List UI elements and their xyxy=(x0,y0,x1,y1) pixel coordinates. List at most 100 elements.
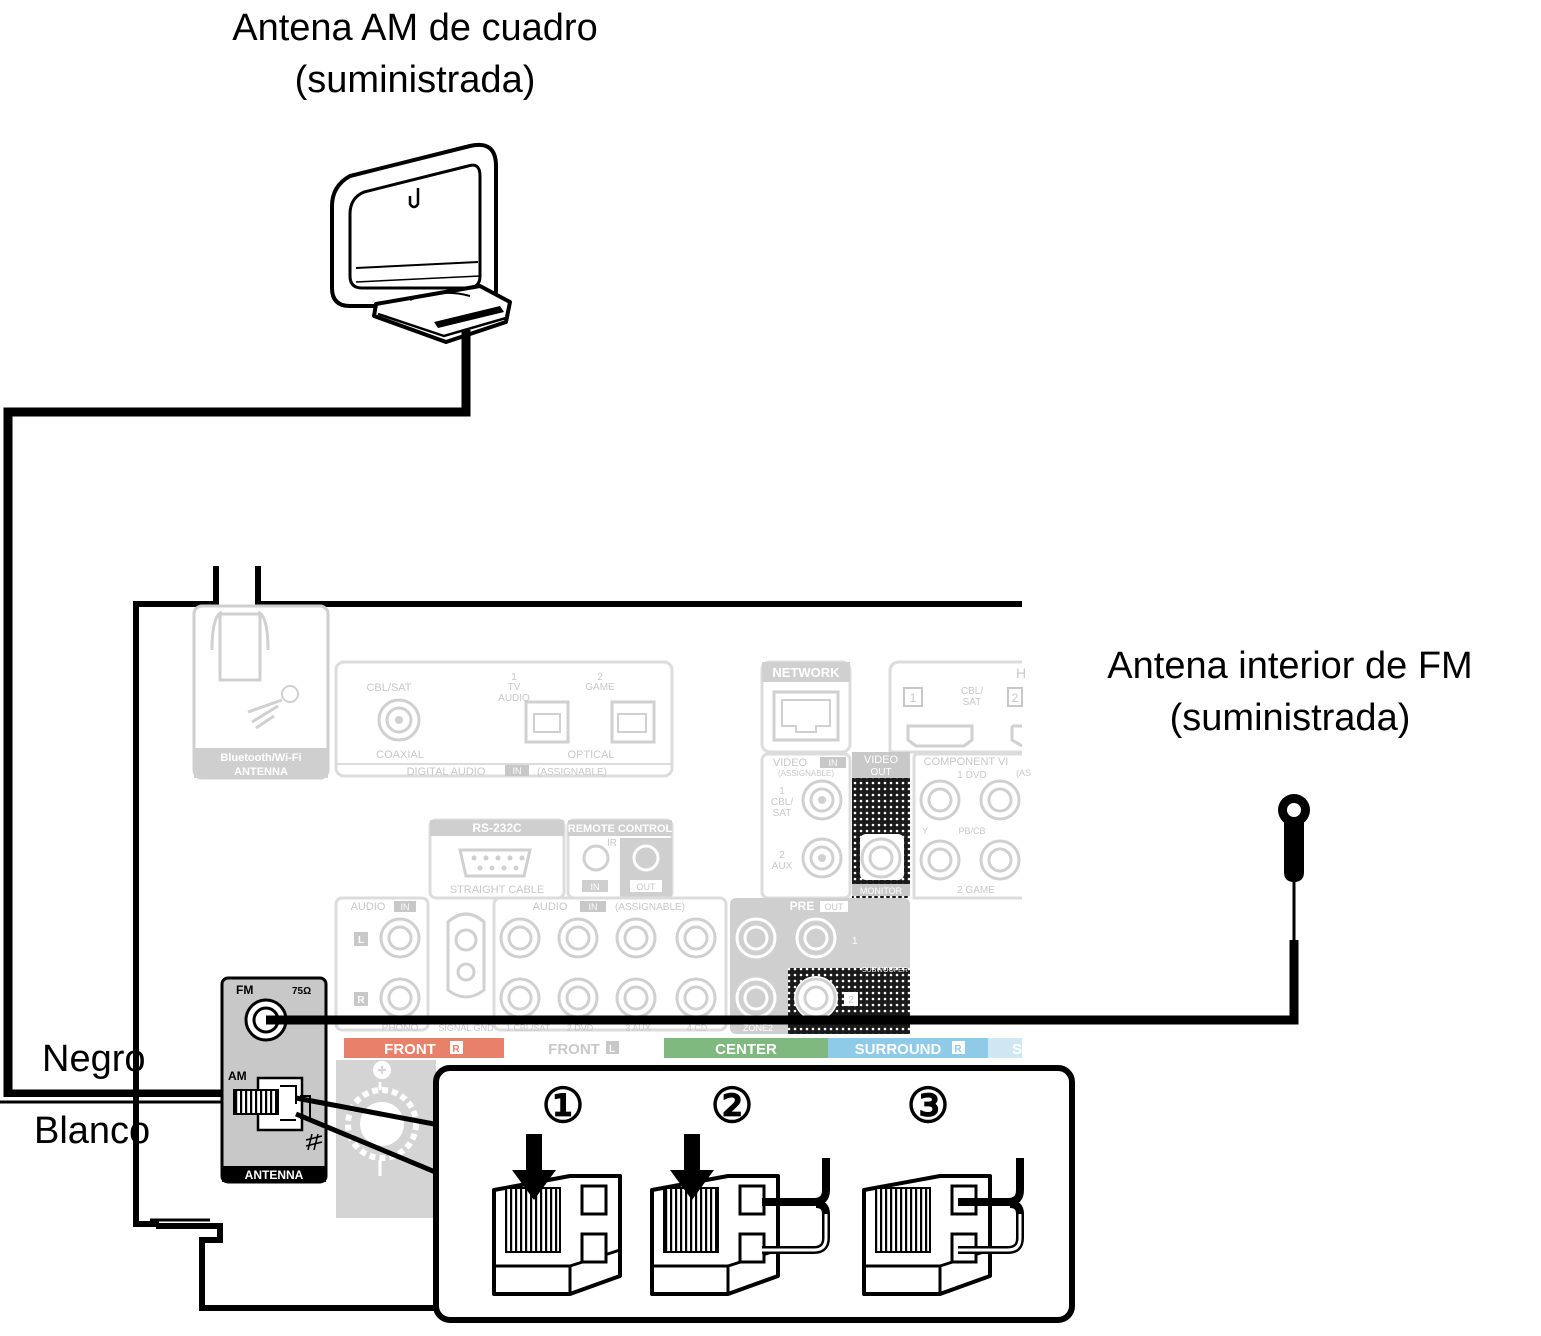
svg-text:S: S xyxy=(1012,1041,1022,1058)
svg-text:SAT: SAT xyxy=(773,808,792,819)
svg-text:4 CD: 4 CD xyxy=(687,1023,708,1033)
svg-text:1: 1 xyxy=(779,786,785,797)
fm-antenna-label-line2: (suministrada) xyxy=(1169,697,1411,739)
svg-text:SUBWOOFER: SUBWOOFER xyxy=(862,967,908,974)
step-1-marker: ① xyxy=(541,1080,584,1133)
svg-text:ANTENNA: ANTENNA xyxy=(245,1168,304,1182)
rear-panel: Bluetooth/Wi-Fi ANTENNA CBL/SAT 1 TV AUD… xyxy=(192,604,1031,1218)
svg-text:MONITOR: MONITOR xyxy=(860,886,903,896)
svg-text:2: 2 xyxy=(779,850,785,861)
svg-text:(ASSIGNABLE): (ASSIGNABLE) xyxy=(615,902,685,913)
svg-text:OPTICAL: OPTICAL xyxy=(567,749,614,761)
svg-text:IN: IN xyxy=(829,758,838,768)
fm-antenna-label: Antena interior de FM (suministrada) xyxy=(1040,640,1540,744)
svg-text:2: 2 xyxy=(848,995,854,1006)
svg-text:ZONE2: ZONE2 xyxy=(743,1023,773,1033)
svg-text:(ASSIGNABLE): (ASSIGNABLE) xyxy=(778,769,834,778)
svg-text:1 DVD: 1 DVD xyxy=(957,770,986,781)
svg-text:AUDIO: AUDIO xyxy=(351,901,386,913)
svg-text:IN: IN xyxy=(589,902,598,912)
svg-text:OUT: OUT xyxy=(825,902,845,912)
svg-text:IN: IN xyxy=(513,766,522,776)
svg-text:PRE: PRE xyxy=(790,899,815,913)
svg-text:R: R xyxy=(452,1044,460,1055)
am-loop-antenna xyxy=(330,143,512,344)
svg-text:75Ω: 75Ω xyxy=(292,986,311,997)
speaker-s-bar xyxy=(988,1038,1022,1058)
svg-text:PB/CB: PB/CB xyxy=(958,826,985,836)
svg-text:2 DVD: 2 DVD xyxy=(567,1023,594,1033)
svg-text:R: R xyxy=(357,995,365,1006)
step-2-terminal xyxy=(650,1134,830,1296)
step-3-marker: ③ xyxy=(906,1080,949,1133)
step-2-marker: ② xyxy=(710,1080,753,1133)
black-wire-label: Negro xyxy=(42,1038,146,1080)
svg-text:1 CBL/SAT: 1 CBL/SAT xyxy=(506,1023,551,1033)
svg-text:AUDIO: AUDIO xyxy=(533,901,568,913)
svg-text:FRONT: FRONT xyxy=(384,1041,436,1058)
svg-text:OUT: OUT xyxy=(870,767,891,778)
antenna-terminal-block: FM 75Ω AM ANTENNA xyxy=(220,976,328,1184)
svg-text:1: 1 xyxy=(852,936,858,947)
svg-text:L: L xyxy=(358,935,364,946)
svg-text:STRAIGHT CABLE: STRAIGHT CABLE xyxy=(450,884,545,896)
svg-text:1: 1 xyxy=(910,691,917,705)
svg-text:2: 2 xyxy=(597,672,603,683)
white-wire-label: Blanco xyxy=(34,1110,151,1152)
am-antenna-label-line1: Antena AM de cuadro xyxy=(232,7,598,49)
callout-box: ① ② ③ xyxy=(433,1065,1075,1323)
svg-text:(AS: (AS xyxy=(1016,768,1031,778)
svg-text:R: R xyxy=(954,1044,962,1055)
svg-text:VIDEO: VIDEO xyxy=(864,754,899,766)
speaker-front-l-bar xyxy=(504,1038,664,1058)
svg-text:CBL/: CBL/ xyxy=(771,797,793,808)
speaker-surround-r-bar xyxy=(828,1038,988,1058)
callout-line-top xyxy=(295,1095,435,1127)
svg-text:CENTER: CENTER xyxy=(715,1041,777,1058)
svg-text:COAXIAL: COAXIAL xyxy=(376,749,424,761)
svg-text:H: H xyxy=(1016,665,1026,681)
svg-text:AM: AM xyxy=(228,1069,247,1083)
fm-antenna-tip xyxy=(1278,794,1310,882)
svg-text:FM: FM xyxy=(236,983,253,997)
svg-text:IN: IN xyxy=(591,882,600,892)
svg-text:IR: IR xyxy=(607,838,617,849)
svg-text:PHONO: PHONO xyxy=(382,1023,419,1034)
svg-text:3 AUX: 3 AUX xyxy=(625,1023,651,1033)
svg-text:FRONT: FRONT xyxy=(548,1041,600,1058)
receiver-outline xyxy=(133,566,1022,1311)
speaker-front-r-bar xyxy=(344,1038,504,1058)
fm-cable xyxy=(266,940,1299,1025)
svg-text:AUX: AUX xyxy=(772,861,793,872)
svg-text:2 GAME: 2 GAME xyxy=(957,885,995,896)
am-cable xyxy=(3,330,471,1099)
svg-text:IN: IN xyxy=(401,902,410,912)
svg-text:RS-232C: RS-232C xyxy=(472,821,522,835)
speaker-center-bar xyxy=(664,1038,828,1058)
svg-text:CBL/SAT: CBL/SAT xyxy=(366,682,411,694)
fm-antenna-label-line1: Antena interior de FM xyxy=(1107,645,1473,687)
svg-text:OUT: OUT xyxy=(637,882,657,892)
step-3-terminal xyxy=(862,1158,1024,1296)
svg-text:VIDEO: VIDEO xyxy=(773,757,808,769)
svg-text:L: L xyxy=(609,1044,615,1055)
am-cable-white xyxy=(0,1100,238,1116)
bt-antenna-label-2: ANTENNA xyxy=(234,766,288,778)
svg-text:TV: TV xyxy=(508,682,521,693)
svg-text:SURROUND: SURROUND xyxy=(855,1041,942,1058)
svg-text:SAT: SAT xyxy=(963,697,982,708)
am-antenna-label: Antena AM de cuadro (suministrada) xyxy=(0,2,830,106)
svg-text:DIGITAL AUDIO: DIGITAL AUDIO xyxy=(407,766,486,778)
bt-antenna-label-1: Bluetooth/Wi-Fi xyxy=(220,752,301,764)
callout-line-bottom xyxy=(295,1111,441,1177)
svg-text:CBL/: CBL/ xyxy=(961,686,983,697)
step-1-terminal xyxy=(492,1134,622,1296)
svg-text:GAME: GAME xyxy=(585,682,615,693)
svg-text:AUDIO: AUDIO xyxy=(498,693,530,704)
svg-text:1: 1 xyxy=(511,672,517,683)
am-antenna-label-line2: (suministrada) xyxy=(294,59,536,101)
svg-text:2: 2 xyxy=(1012,691,1019,705)
svg-text:NETWORK: NETWORK xyxy=(772,665,840,680)
svg-text:Y: Y xyxy=(922,826,928,836)
